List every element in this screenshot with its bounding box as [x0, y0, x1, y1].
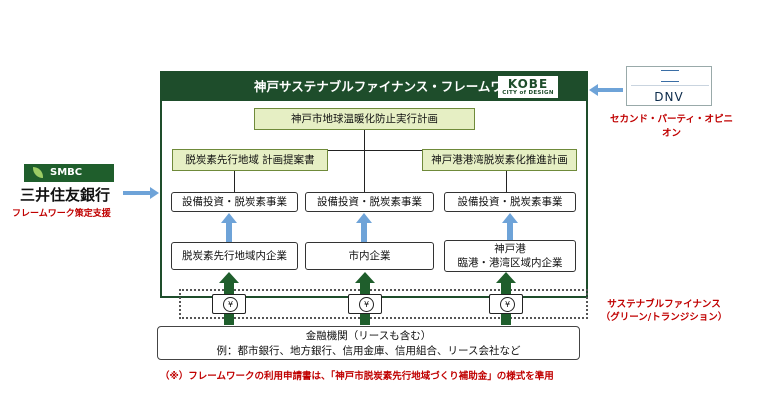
yen-bill-icon-right: ¥ — [489, 294, 523, 314]
arrow-smbc-to-frame — [123, 187, 159, 199]
dnv-caption: セカンド・パーティ・オピニオン — [610, 114, 733, 139]
entity-label-left: 脱炭素先行地域内企業 — [182, 250, 287, 262]
connector-center-vertical — [364, 130, 365, 192]
decarbon-area-plan-label: 脱炭素先行地域 計画提案書 — [185, 154, 315, 166]
entity-label-right-1: 神戸港 — [494, 243, 526, 255]
project-label-mid: 設備投資・脱炭素事業 — [317, 196, 422, 208]
yen-bill-icon-left: ¥ — [212, 294, 246, 314]
smbc-logo-text: SMBC — [50, 167, 83, 178]
kobe-logo-text: KOBE — [507, 77, 549, 91]
blue-arrow-up-icon — [356, 213, 372, 242]
connector-left-down — [234, 171, 235, 192]
dnv-divider — [631, 85, 709, 86]
bank-label-2: 例：都市銀行、地方銀行、信用金庫、信用組合、リース会社など — [216, 345, 521, 357]
entity-box-right: 神戸港 臨港・港湾区域内企業 — [444, 240, 576, 272]
yen-symbol: ¥ — [500, 297, 515, 312]
kobe-logo: KOBE CITY of DESIGN — [498, 76, 558, 98]
smbc-logo: SMBC — [24, 164, 114, 182]
dnv-logo-text: DNV — [654, 90, 684, 104]
arrow-dnv-to-frame — [589, 84, 623, 96]
smbc-caption: フレームワーク策定支援 — [12, 209, 111, 219]
project-label-right: 設備投資・脱炭素事業 — [457, 196, 563, 208]
financial-institution-box: 金融機関（リースも含む） 例：都市銀行、地方銀行、信用金庫、信用組合、リース会社… — [157, 326, 580, 360]
yen-symbol: ¥ — [359, 297, 374, 312]
kobe-logo-sub: CITY of DESIGN — [502, 90, 554, 96]
entity-label-mid: 市内企業 — [348, 250, 391, 262]
dnv-mark-icon — [661, 70, 679, 82]
climate-plan-box: 神戸市地球温暖化防止実行計画 — [254, 108, 475, 130]
blue-arrows — [221, 213, 518, 242]
smbc-leaf-icon — [33, 167, 43, 178]
dnv-logo — [626, 66, 712, 106]
bank-label-1: 金融機関（リースも含む） — [305, 330, 432, 342]
blue-arrow-up-icon — [221, 213, 237, 242]
entity-box-mid: 市内企業 — [305, 242, 434, 270]
project-box-mid: 設備投資・脱炭素事業 — [305, 192, 434, 212]
decarbon-area-plan-box: 脱炭素先行地域 計画提案書 — [172, 149, 328, 171]
yen-symbol: ¥ — [223, 297, 238, 312]
blue-arrow-right-icon — [123, 187, 159, 199]
sustainable-finance-band — [179, 289, 588, 319]
project-box-left: 設備投資・脱炭素事業 — [171, 192, 298, 212]
connector-right-link — [364, 150, 422, 151]
connector-right-down — [506, 171, 507, 192]
port-decarbon-plan-label: 神戸港港湾脱炭素化推進計画 — [431, 154, 568, 166]
project-box-right: 設備投資・脱炭素事業 — [444, 192, 576, 212]
climate-plan-label: 神戸市地球温暖化防止実行計画 — [291, 113, 438, 125]
finance-caption-1: サステナブルファイナンス — [607, 299, 721, 310]
footnote: （※）フレームワークの利用申請書は、「神戸市脱炭素先行地域づくり補助金」の様式を… — [160, 371, 554, 382]
port-decarbon-plan-box: 神戸港港湾脱炭素化推進計画 — [422, 149, 577, 171]
connector-left-link — [328, 150, 364, 151]
blue-arrow-up-icon — [502, 213, 518, 242]
blue-arrow-left-icon — [589, 84, 623, 96]
yen-bill-icon-mid: ¥ — [348, 294, 382, 314]
smbc-name: 三井住友銀行 — [20, 186, 111, 204]
finance-caption-2: （グリーン/トランジション） — [600, 312, 728, 323]
project-label-left: 設備投資・脱炭素事業 — [182, 196, 287, 208]
entity-box-left: 脱炭素先行地域内企業 — [171, 242, 298, 270]
entity-label-right-2: 臨港・港湾区域内企業 — [457, 257, 563, 269]
